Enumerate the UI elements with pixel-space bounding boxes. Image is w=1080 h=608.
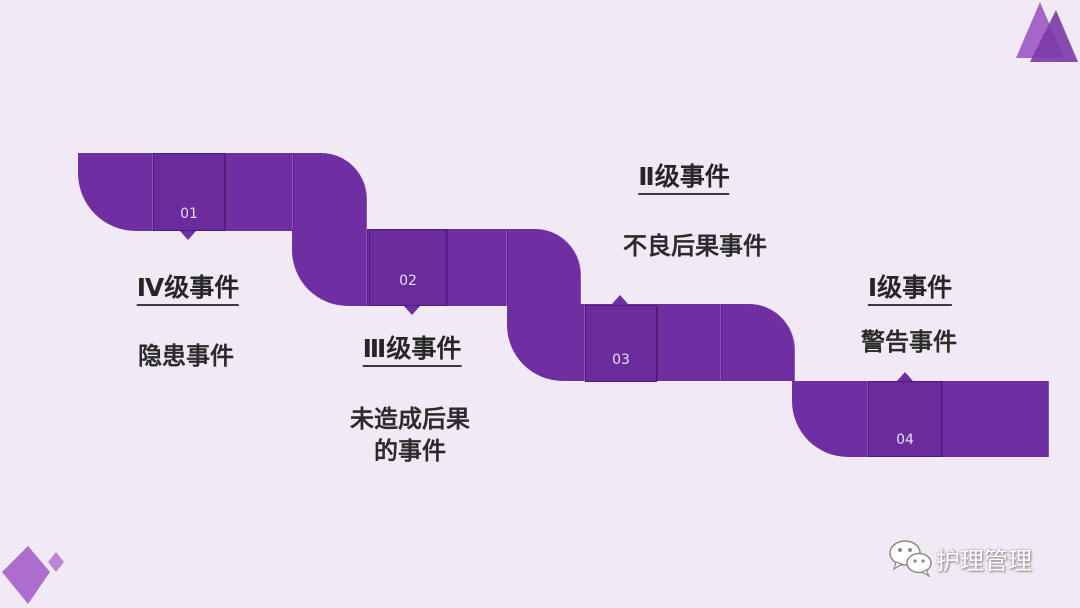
pointer-1 [180, 231, 196, 240]
diamond-decoration-icon [2, 546, 64, 604]
step-description-1: 隐患事件 [138, 342, 234, 370]
step-number-1: 01 [153, 153, 225, 231]
triangle-decoration-icon [1016, 2, 1078, 62]
step-description-4: 警告事件 [861, 328, 957, 356]
watermark-text: 护理管理 [936, 547, 1032, 575]
step-description-3: 不良后果事件 [623, 232, 767, 260]
pointer-2 [404, 306, 420, 315]
step-number-4: 04 [868, 381, 942, 457]
pointer-4 [897, 372, 913, 381]
wechat-icon [889, 540, 932, 577]
step-level-1: Ⅳ级事件 [136, 274, 240, 306]
step-number-2: 02 [369, 229, 447, 306]
step-level-2: Ⅲ级事件 [362, 335, 462, 367]
step-level-4: Ⅰ级事件 [867, 274, 953, 306]
pointer-3 [612, 295, 628, 304]
step-number-3: 03 [585, 305, 657, 382]
step-level-3: Ⅱ级事件 [638, 163, 730, 195]
step-description-2: 未造成后果 的事件 [350, 405, 470, 465]
